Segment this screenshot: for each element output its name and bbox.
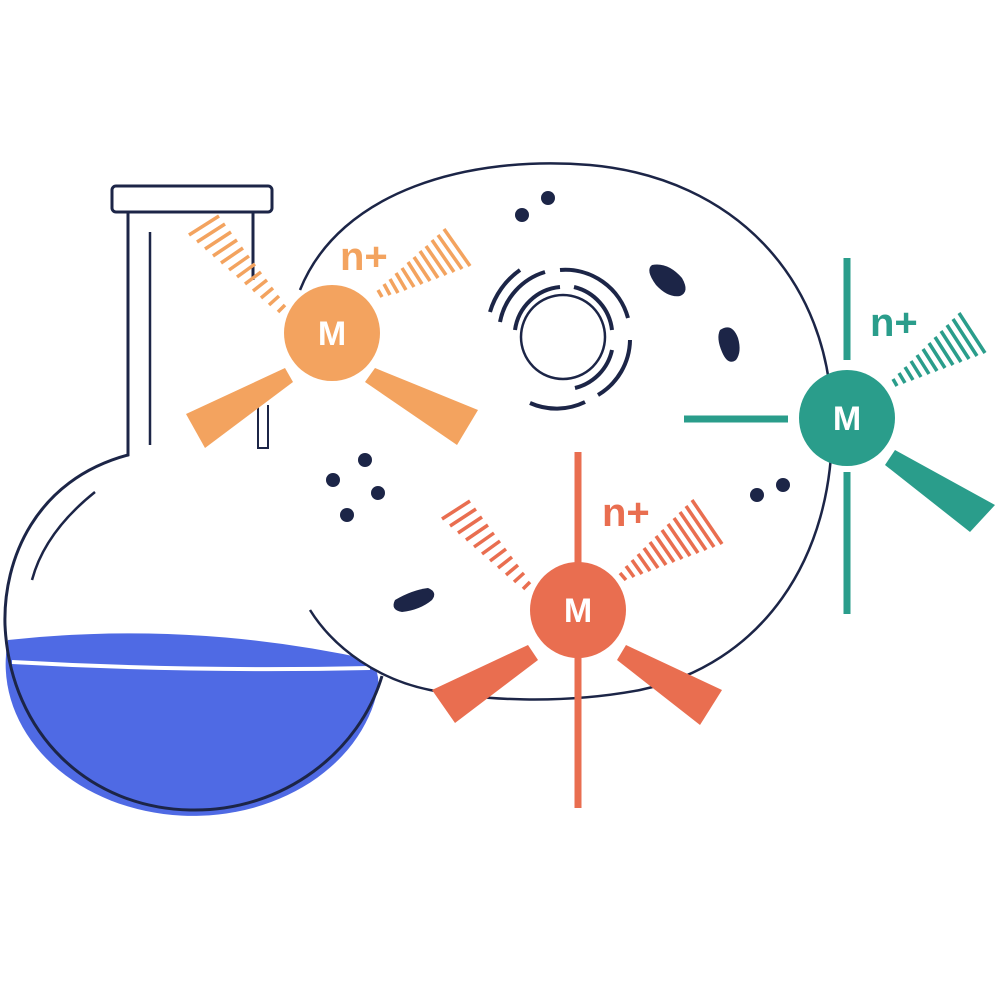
flask-liquid: [5, 633, 379, 816]
liquid-surface-highlight: [11, 660, 371, 672]
red-ion-atom: [530, 562, 626, 658]
nucleus-ring-1: [513, 285, 561, 331]
teal-hatched-ray: [891, 312, 987, 387]
red-hatched-ray-left: [441, 499, 532, 591]
orange-ion-charge: n+: [340, 235, 388, 279]
flask-side-tube: [257, 395, 269, 449]
nucleus-ring-6: [596, 339, 632, 397]
nucleus-ring-8: [488, 268, 522, 313]
teal-wedge: [885, 450, 995, 532]
nucleus-ring-5: [559, 267, 630, 319]
nucleus-ring-4: [498, 270, 546, 323]
teal-ion-charge: n+: [870, 301, 918, 345]
orange-wedge-left: [186, 368, 293, 448]
nucleus-inner: [519, 293, 607, 381]
organelle-rod-1: [649, 264, 686, 297]
red-wedge-right: [617, 645, 722, 725]
orange-ion-symbol: M: [318, 315, 346, 353]
organelle-rod-2: [718, 327, 740, 362]
nucleus-ring-7: [529, 400, 586, 411]
flask-outline: [3, 212, 384, 812]
metal-ion-orange: M n+: [186, 214, 478, 448]
teal-ion-symbol: M: [833, 400, 861, 438]
teal-ion-atom: [799, 370, 895, 466]
orange-wedge-right: [365, 368, 478, 445]
red-ion-charge: n+: [602, 491, 650, 535]
orange-hatched-ray-left: [188, 214, 287, 314]
orange-hatched-ray-right: [376, 227, 472, 298]
nucleus-ring-2: [573, 285, 614, 331]
metal-ion-teal: M n+: [684, 258, 995, 614]
nucleus-icon: [488, 267, 632, 411]
organelle-rod-3: [393, 588, 435, 612]
flask-rim: [110, 184, 274, 214]
red-wedge-left: [432, 645, 538, 723]
metal-ion-red: M n+: [432, 452, 724, 808]
cell-organelles: [326, 191, 790, 612]
orange-ion-atom: [284, 285, 380, 381]
round-bottom-flask-icon: [3, 184, 384, 816]
red-hatched-ray-right: [618, 499, 724, 582]
nucleus-ring-3: [574, 349, 614, 390]
flask-bulb-reflection: [30, 491, 96, 581]
red-ion-symbol: M: [564, 592, 592, 630]
